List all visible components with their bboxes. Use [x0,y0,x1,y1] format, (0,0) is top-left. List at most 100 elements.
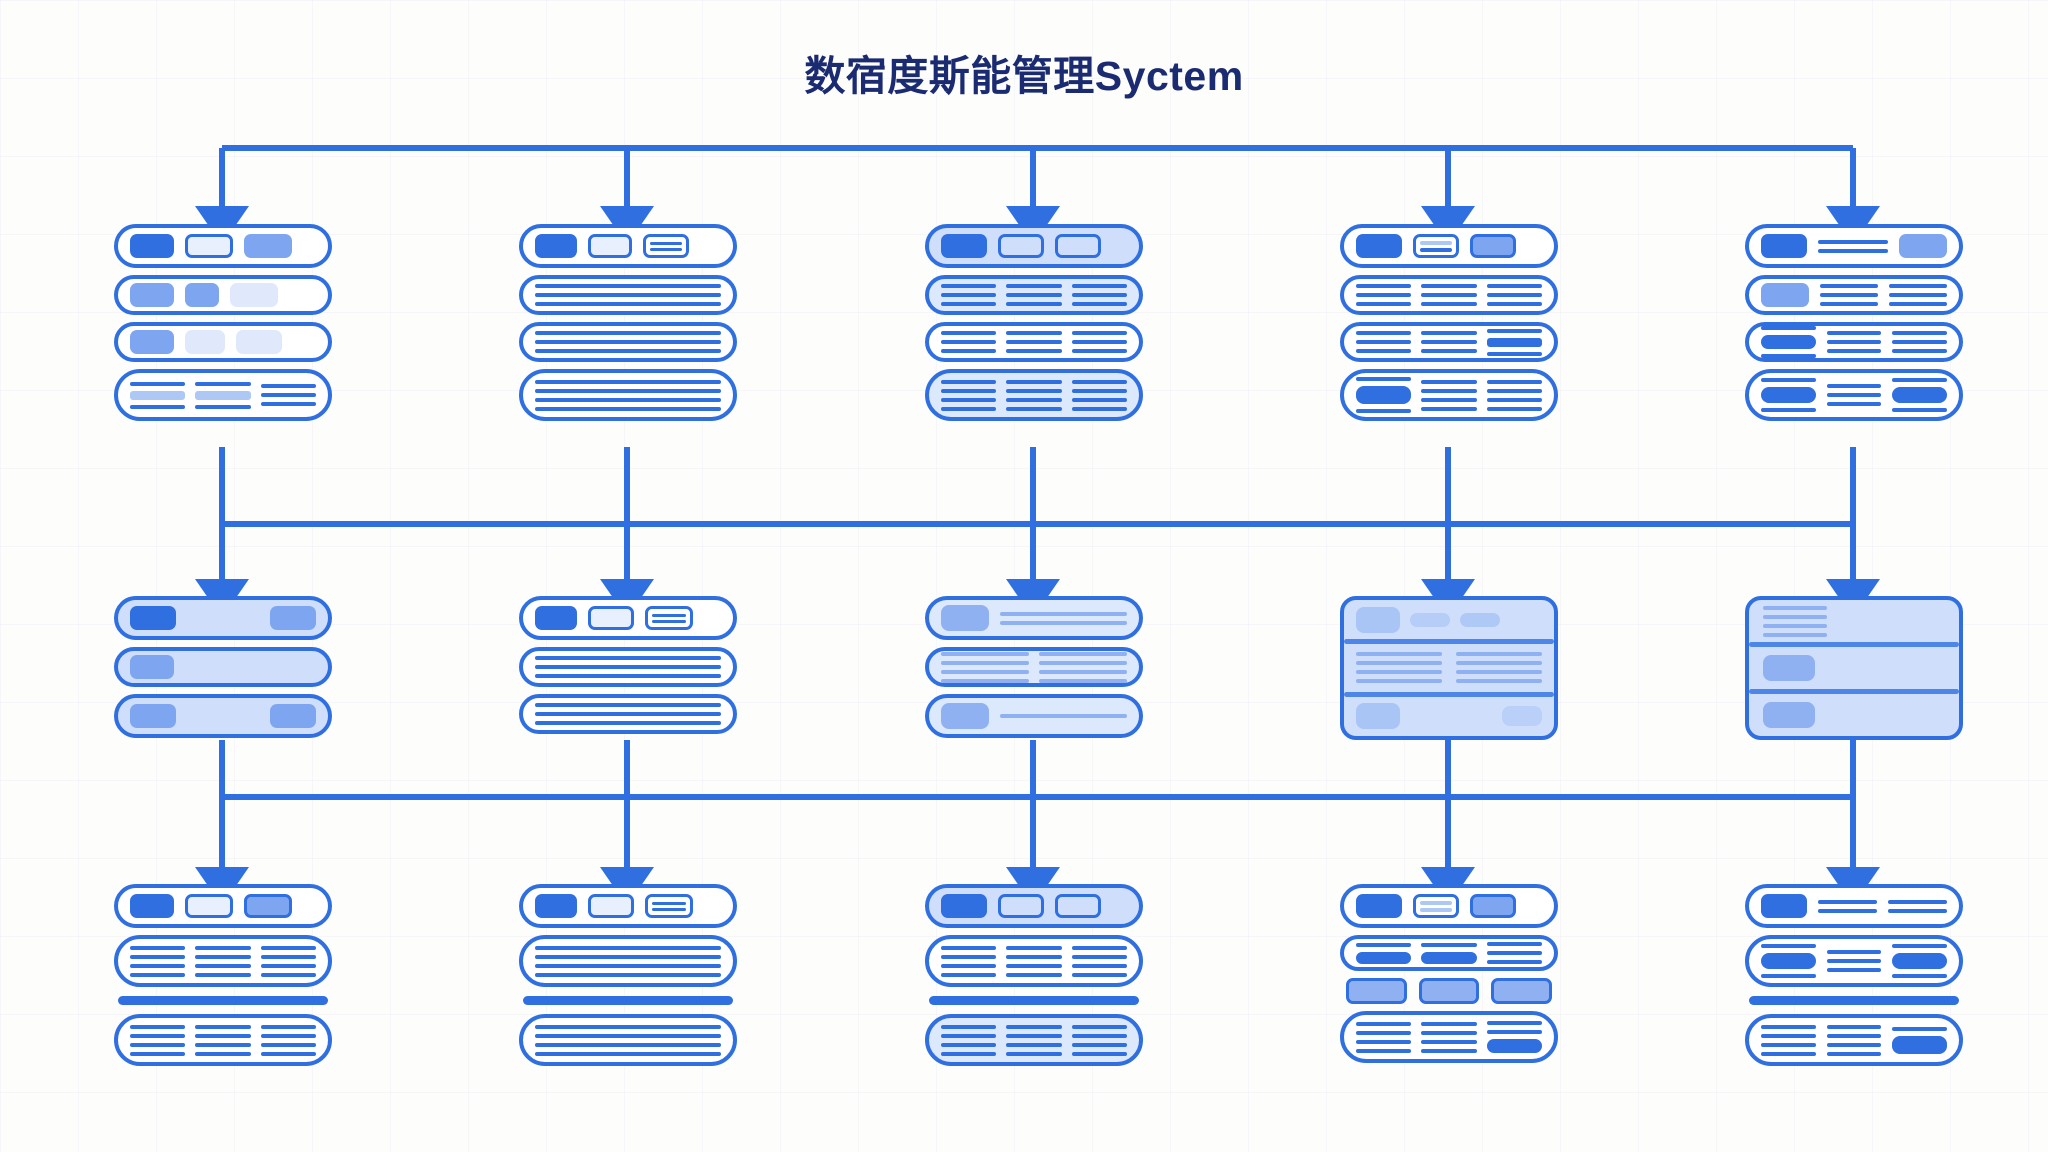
line [1826,340,1882,344]
node-row[interactable] [925,647,1143,687]
line [1826,1051,1882,1056]
node-r2c1[interactable] [114,596,332,738]
line [1486,1030,1542,1034]
line [1892,378,1948,382]
line [1006,1024,1062,1029]
line [260,393,316,397]
node-row[interactable] [925,275,1143,315]
node-header-bar[interactable] [114,884,332,928]
node-header-bar[interactable] [114,224,332,268]
node-r1c1[interactable] [114,224,332,421]
node-header-bar[interactable] [519,224,737,268]
line [1356,284,1412,288]
node-r3c3[interactable] [925,884,1143,1066]
node-r2c5[interactable] [1745,596,1963,740]
node-row[interactable] [925,369,1143,421]
line [1039,678,1127,683]
line [195,963,251,968]
line-columns [130,373,316,417]
line-column [1763,605,1827,637]
node-header-bar[interactable] [1745,224,1963,268]
node-header-bar[interactable] [1340,224,1558,268]
node-row[interactable] [1340,935,1558,971]
node-row[interactable] [1745,322,1963,362]
node-row[interactable] [114,935,332,987]
node-row[interactable] [1745,935,1963,987]
node-row[interactable] [519,647,737,687]
node-row[interactable] [519,322,737,362]
node-row[interactable] [114,369,332,421]
line-column [1486,379,1542,411]
node-row[interactable] [114,694,332,738]
node-r3c1[interactable] [114,884,332,1066]
chip-outline-icon [185,894,233,918]
line-column [1820,284,1878,306]
node-row[interactable] [1340,322,1558,362]
node-r3c4[interactable] [1340,884,1558,1063]
node-header-bar[interactable] [925,884,1143,928]
node-header-bar[interactable] [1340,884,1558,928]
panel-footer-section[interactable] [1749,694,1959,736]
line [195,1024,251,1029]
node-header-bar[interactable] [1745,884,1963,928]
node-header-bar[interactable] [114,596,332,640]
node-header-bar[interactable] [925,596,1143,640]
node-row[interactable] [1745,369,1963,421]
node-row[interactable] [1340,275,1558,315]
node-row[interactable] [519,369,737,421]
node-r2c3[interactable] [925,596,1143,738]
node-row[interactable] [925,1014,1143,1066]
line-column [1071,379,1127,411]
node-r1c5[interactable] [1745,224,1963,421]
line [1456,670,1542,675]
chip-mid-icon [130,704,176,728]
node-header-bar[interactable] [519,884,737,928]
line-columns [1356,279,1542,311]
node-row[interactable] [519,275,737,315]
node-r2c2[interactable] [519,596,737,734]
line-column [130,1024,186,1056]
line [650,247,682,251]
line-column [1421,379,1477,411]
node-row[interactable] [925,694,1143,738]
node-r2c4[interactable] [1340,596,1558,740]
line-column [1071,284,1127,306]
line [130,963,186,968]
node-row[interactable] [519,1014,737,1066]
node-header-bar[interactable] [519,596,737,640]
node-r1c4[interactable] [1340,224,1558,421]
line [535,397,721,402]
line [1421,388,1477,393]
node-row[interactable] [925,935,1143,987]
node-row[interactable] [114,275,332,315]
node-row[interactable] [114,1014,332,1066]
node-header-bar[interactable] [925,224,1143,268]
node-row[interactable] [519,694,737,734]
line [941,972,997,977]
node-row[interactable] [519,935,737,987]
line-column [941,651,1029,683]
line-column [1071,945,1127,977]
node-row[interactable] [114,647,332,687]
node-r1c3[interactable] [925,224,1143,421]
node-row[interactable] [1745,275,1963,315]
node-row[interactable] [1745,1014,1963,1066]
node-row[interactable] [1340,369,1558,421]
node-chip-row[interactable] [1340,978,1558,1004]
node-r3c5[interactable] [1745,884,1963,1066]
node-r3c2[interactable] [519,884,737,1066]
line [535,406,721,411]
node-row[interactable] [114,322,332,362]
line [1356,377,1412,381]
node-row[interactable] [1340,1011,1558,1063]
panel-header-section[interactable] [1344,600,1554,639]
panel-body-section[interactable] [1749,647,1959,689]
chip-ghost-icon [230,283,278,307]
line [941,669,1029,674]
line-columns [941,651,1127,683]
line [1071,1042,1127,1047]
node-row[interactable] [925,322,1143,362]
chip-ghost-icon [236,330,282,354]
panel-footer-section[interactable] [1344,697,1554,736]
node-r1c2[interactable] [519,224,737,421]
